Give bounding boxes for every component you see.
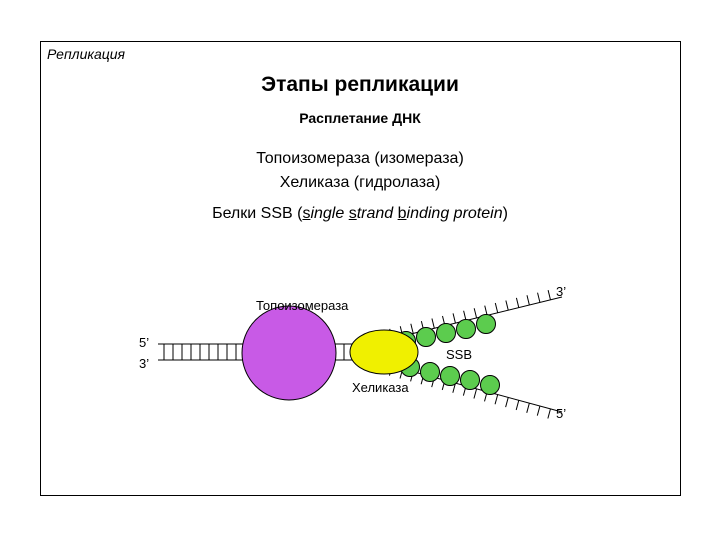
ssb-prefix: Белки SSB ( [212, 205, 303, 222]
strand-tick [484, 305, 488, 316]
strand-tick [526, 403, 530, 413]
topoisomerase-circle [241, 305, 337, 401]
ssb-protein-circle [456, 319, 476, 339]
strand-label-left-bottom: 3’ [139, 356, 149, 371]
ssb-suffix: ) [502, 205, 508, 222]
strand-tick [463, 310, 467, 321]
strand-tick [410, 323, 414, 334]
ssb-text-1: ingle [310, 205, 349, 222]
strand-tick [537, 292, 541, 303]
strand-tick [431, 318, 435, 329]
strand-tick [547, 408, 551, 419]
ssb-label: SSB [446, 347, 472, 362]
strand-tick [452, 383, 456, 393]
strand-label-right-top: 3’ [556, 284, 566, 299]
enzyme-line-topoisomerase: Топоизомераза (изомераза) [256, 150, 464, 167]
ssb-protein-circle [416, 327, 436, 347]
corner-label: Репликация [47, 46, 126, 62]
ssb-text-2: trand [356, 205, 398, 222]
strand-tick [452, 313, 456, 324]
strand-tick [505, 300, 509, 311]
ssb-protein-circle [480, 375, 500, 395]
ssb-protein-circle [460, 370, 480, 390]
slide-frame [40, 41, 681, 496]
strand-tick [526, 295, 530, 306]
strand-tick [505, 397, 509, 408]
strand-tick [473, 308, 478, 319]
strand-label-left-top: 5’ [139, 335, 149, 350]
ssb-letter-b: b [397, 205, 407, 222]
strand-tick [494, 302, 499, 313]
strand-tick [515, 400, 520, 411]
strand-tick [494, 394, 499, 405]
ssb-protein-circle [420, 362, 440, 382]
strand-tick [473, 388, 478, 399]
ssb-letter-s1: s [302, 205, 311, 222]
helicase-ellipse [349, 329, 419, 375]
ssb-protein-group [396, 314, 500, 395]
helicase-label: Хеликаза [352, 380, 409, 395]
strand-label-right-bottom: 5’ [556, 406, 566, 421]
page-title: Этапы репликации [261, 73, 459, 96]
strand-tick [536, 405, 541, 416]
topoisomerase-label: Топоизомераза [256, 298, 349, 313]
ssb-protein-circle [440, 366, 460, 386]
ssb-text-3: inding protein [406, 205, 503, 222]
enzyme-line-ssb: Белки SSB (single strand binding protein… [0, 205, 720, 223]
subtitle: Расплетание ДНК [299, 110, 421, 126]
strand-tick [515, 297, 520, 308]
ssb-protein-circle [476, 314, 496, 334]
strand-tick [547, 289, 551, 300]
ssb-letter-s2: s [348, 205, 357, 222]
ssb-protein-circle [436, 323, 456, 343]
enzyme-line-helicase: Хеликаза (гидролаза) [279, 174, 441, 191]
